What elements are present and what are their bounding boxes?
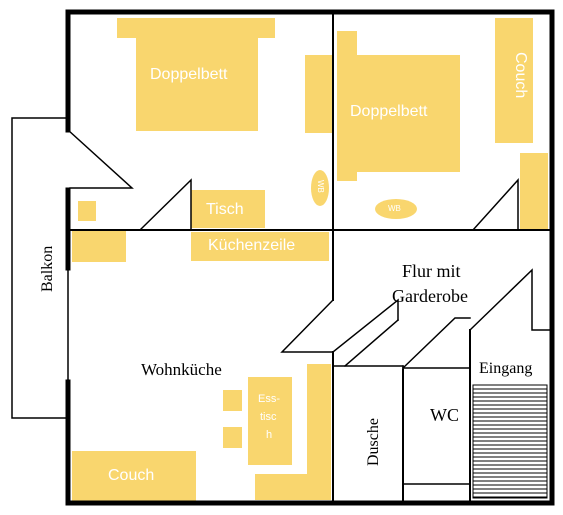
living-kitchen-label: Wohnküche [141,360,222,379]
sink-2 [375,199,417,219]
couch-bottom [72,451,196,501]
chair-2 [223,427,242,448]
balcony-label: Balkon [39,245,56,292]
bed-1-pillows [117,18,275,38]
bed-1-label: Doppelbett [150,66,228,83]
couch-bottom-label: Couch [108,467,155,484]
sink-1 [311,170,329,206]
kitchen-counter-left [72,230,126,262]
entrance-label: Eingang [479,360,533,377]
furniture-layer [72,18,548,501]
walls [11,9,555,506]
bed-2 [337,55,460,172]
kitchenette [191,232,329,261]
bed-2-label: Doppelbett [350,103,428,120]
couch-top-label: Couch [512,52,529,99]
wc-label: WC [430,405,459,425]
shower-label: Dusche [365,418,382,466]
shelf-right [520,153,548,231]
table-label: Tisch [206,201,244,218]
sideboard [255,364,331,500]
bed-1 [136,38,258,131]
dining-table-label-1: Ess- [258,393,280,405]
couch-top [495,18,533,143]
dining-table-label-3: h [266,429,273,441]
wb-1-label: WB [316,180,325,193]
hallway-label-line1: Flur mit [402,261,461,281]
dining-table [248,377,292,465]
wb-2-label: WB [388,204,401,213]
small-cabinet [78,201,96,221]
hallway-label-line2: Garderobe [392,286,468,306]
nightstand [305,55,332,133]
kitchenette-label: Küchenzeile [208,237,296,254]
chair-1 [223,390,242,411]
entrance-stairs [472,384,548,499]
dining-table-label-2: tisc [260,411,277,423]
table [191,190,265,228]
